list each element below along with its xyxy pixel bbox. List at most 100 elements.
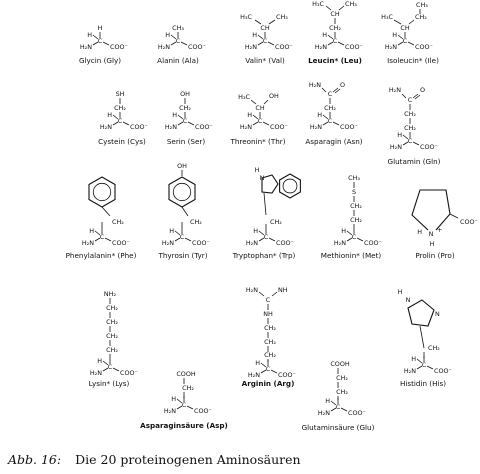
atom-label: H₂N	[158, 43, 170, 51]
atom-label: COO⁻	[120, 369, 138, 377]
bond-line	[102, 41, 110, 46]
atom-label: H₃C	[312, 0, 324, 8]
bond-line	[92, 41, 99, 46]
atom-label: C	[328, 117, 333, 125]
atom-label: C	[352, 233, 357, 241]
atom-label: COO⁻	[195, 123, 213, 131]
atom-label: H	[411, 355, 416, 363]
atom-label: H₂N	[246, 239, 258, 247]
atom-label: H	[107, 111, 112, 119]
atom-label: C	[336, 403, 341, 411]
atom-label: H	[322, 31, 327, 39]
atom-label: O	[420, 86, 425, 94]
atom-label: H₃C	[240, 13, 252, 21]
atom-label: CH₂	[106, 346, 118, 354]
bond-line	[122, 121, 130, 126]
figure-caption: Abb. 16:Die 20 proteinogenen Aminosäuren	[8, 452, 301, 467]
atom-label: H₂N	[80, 43, 92, 51]
atom-label: H	[171, 395, 176, 403]
amino-acid-name: Leucin* (Leu)	[308, 56, 362, 65]
bond-line	[260, 369, 267, 374]
atom-label: CH	[255, 104, 264, 112]
atom-label: H	[165, 31, 170, 39]
atom-label: CH₂	[106, 304, 118, 312]
atom-label: C	[263, 37, 268, 45]
atom-label: CH₂	[350, 216, 362, 224]
amino-acid-name: Thyrosin (Tyr)	[157, 251, 207, 260]
atom-label: H₂N	[334, 239, 346, 247]
bond-line	[356, 237, 364, 242]
atom-label: CH	[260, 24, 269, 32]
bond-line	[257, 41, 264, 46]
bond-line	[258, 291, 265, 297]
atom-label: CH₂	[179, 104, 191, 112]
bond-line	[170, 41, 177, 46]
atom-label: CH₂	[106, 332, 118, 340]
bond-line	[397, 34, 404, 40]
atom-label: H₂N	[246, 286, 258, 294]
atom-label: H₃C	[381, 13, 393, 21]
atom-label: H	[397, 131, 402, 139]
atom-label: H₂N	[240, 123, 252, 131]
atom-label: NH₂	[104, 290, 117, 298]
atom-label: H₂N	[309, 81, 321, 89]
bond-line	[338, 5, 345, 11]
atom-label: COO⁻	[275, 43, 293, 51]
atom-label: C	[258, 117, 263, 125]
bond-line	[258, 230, 265, 236]
amino-acid-name: Lysin* (Lys)	[89, 379, 130, 388]
atom-label: H₂N	[164, 407, 176, 415]
bond-line	[257, 34, 264, 40]
atom-label: CH₃	[416, 1, 428, 9]
amino-acid-name: Phenylalanin* (Phe)	[66, 251, 137, 260]
pyrrole-ring	[261, 174, 279, 194]
bond-line	[177, 121, 184, 126]
bond-line	[258, 237, 265, 242]
bond-line	[94, 230, 101, 236]
bond-line	[262, 121, 270, 126]
atom-label: COO⁻	[270, 123, 288, 131]
bond-line	[402, 141, 409, 146]
imidazole-ring	[407, 299, 435, 327]
benzene-ring	[168, 176, 196, 208]
atom-label: COOH	[330, 360, 350, 368]
atom-label: C	[266, 365, 271, 373]
bond-line	[176, 398, 183, 404]
bond-line	[407, 41, 415, 46]
bond-line	[267, 41, 275, 46]
atom-label: H₂N	[165, 123, 177, 131]
atom-label: C	[408, 96, 413, 104]
atom-label: H₂N	[245, 43, 257, 51]
bond-line	[334, 88, 341, 94]
bond-line	[414, 94, 421, 100]
bond-line	[174, 237, 181, 242]
bond-line	[330, 400, 337, 406]
bond-line	[322, 114, 329, 120]
atom-label: C	[98, 37, 103, 45]
amino-acid-name: Glutamin (Gln)	[388, 157, 441, 166]
atom-label: H₂N	[318, 409, 330, 417]
bond-line	[449, 213, 459, 219]
bond-line	[419, 325, 425, 349]
atom-label: H	[247, 111, 252, 119]
amino-acid-name: Methionin* (Met)	[321, 251, 382, 260]
bond-line	[102, 360, 109, 366]
atom-label: H	[89, 227, 94, 235]
atom-label: H₃C	[238, 93, 250, 101]
bond-line	[112, 114, 119, 120]
atom-label: H₂N	[100, 123, 112, 131]
atom-label: H₂N	[90, 369, 102, 377]
bond-line	[170, 34, 177, 40]
atom-label: CH₂	[182, 384, 194, 392]
bond-line	[416, 358, 423, 364]
atom-label: H	[172, 111, 177, 119]
bond-line	[322, 121, 329, 126]
atom-label: COO⁻	[276, 239, 294, 247]
atom-label: COO⁻	[415, 43, 433, 51]
bond-line	[332, 87, 339, 93]
bond-line	[263, 99, 269, 105]
bond-line	[187, 121, 195, 126]
